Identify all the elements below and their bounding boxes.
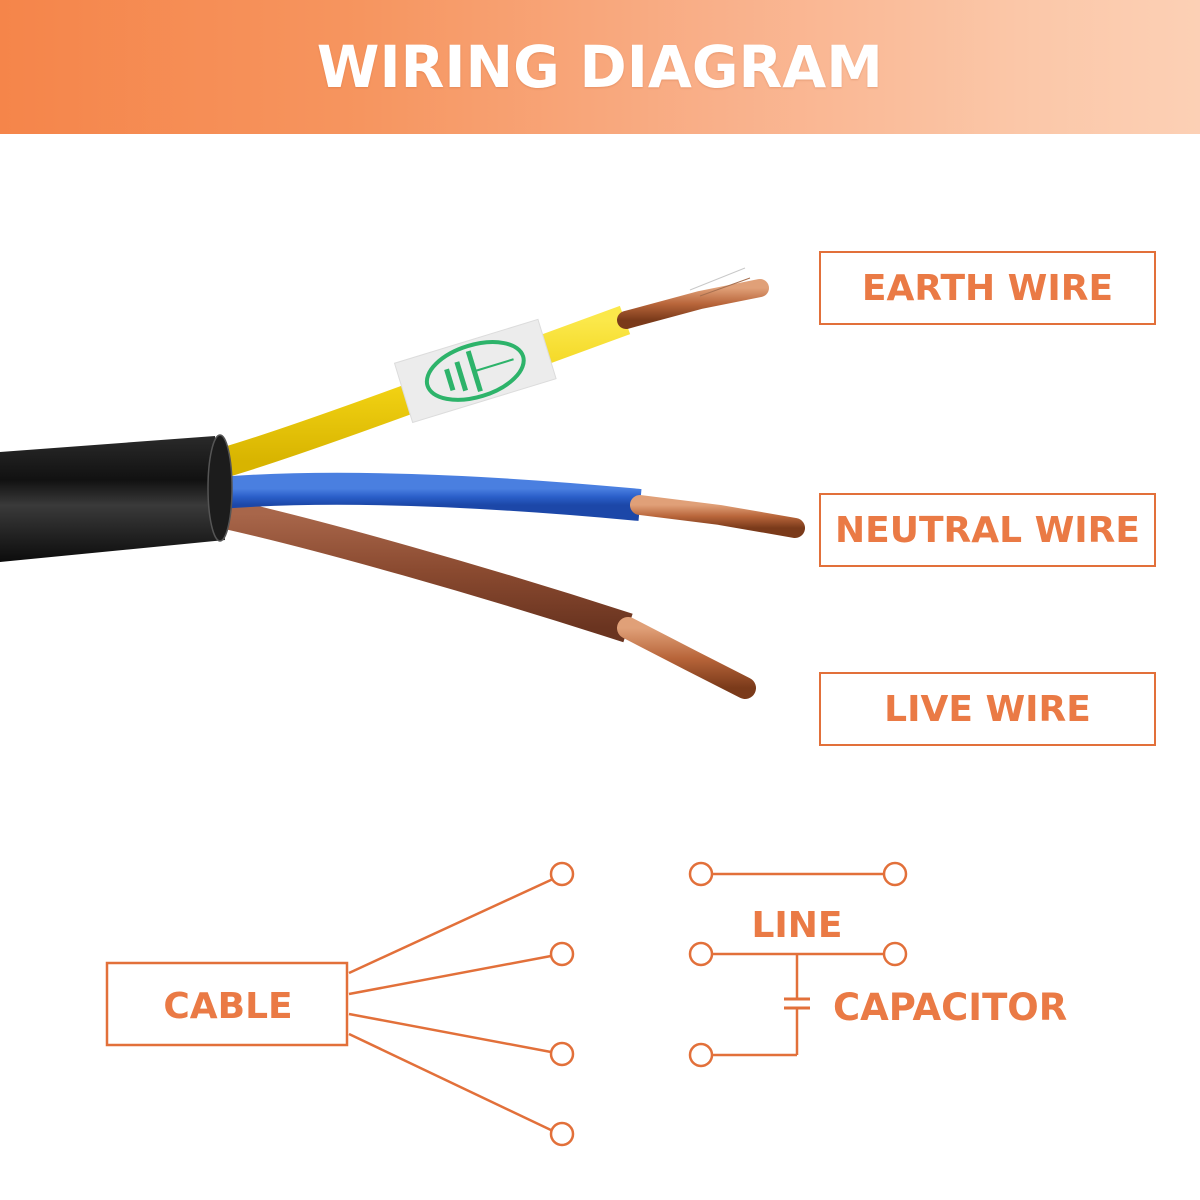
neutral-copper-strands [630,495,805,538]
cable-photo [0,267,805,699]
neutral-wire [218,472,805,538]
header-banner: WIRING DIAGRAM [0,0,1200,134]
cable-box [105,961,349,1047]
line-label: LINE [751,905,842,946]
cable-terminal-4 [549,1121,575,1147]
capacitor-terminal-top-right [882,941,908,967]
capacitor-terminal-top-left [688,941,714,967]
cable-terminal-3 [549,1041,575,1067]
live-wire [222,499,756,699]
capacitor-terminal-bottom-left [688,1042,714,1068]
line-terminal-right [882,861,908,887]
capacitor-label: CAPACITOR [833,986,1067,1029]
cable-jacket [0,434,233,562]
cable-terminal-2 [549,941,575,967]
live-wire-label: LIVE WIRE [819,672,1156,746]
live-wire-label-text: LIVE WIRE [884,688,1091,730]
neutral-wire-label: NEUTRAL WIRE [819,493,1156,567]
earth-copper-strands [617,279,769,329]
cable-line-1 [348,877,554,975]
page-title: WIRING DIAGRAM [316,33,884,101]
cable-line-4 [348,1032,554,1133]
line-terminal-left [688,861,714,887]
cable-line-3 [348,1012,552,1054]
cable-line-2 [348,954,552,996]
live-copper-strands [617,617,756,699]
neutral-wire-label-text: NEUTRAL WIRE [835,509,1140,551]
earth-ground-symbol-icon [424,340,526,402]
earth-wire-label-text: EARTH WIRE [861,267,1114,309]
earth-wire [221,267,769,477]
earth-wire-label: EARTH WIRE [819,251,1156,325]
cable-terminal-1 [549,861,575,887]
earth-tag [393,318,557,424]
cable-label: CABLE [163,986,292,1027]
schematic-diagram: CABLE LINE CAPACITOR [105,861,1067,1147]
